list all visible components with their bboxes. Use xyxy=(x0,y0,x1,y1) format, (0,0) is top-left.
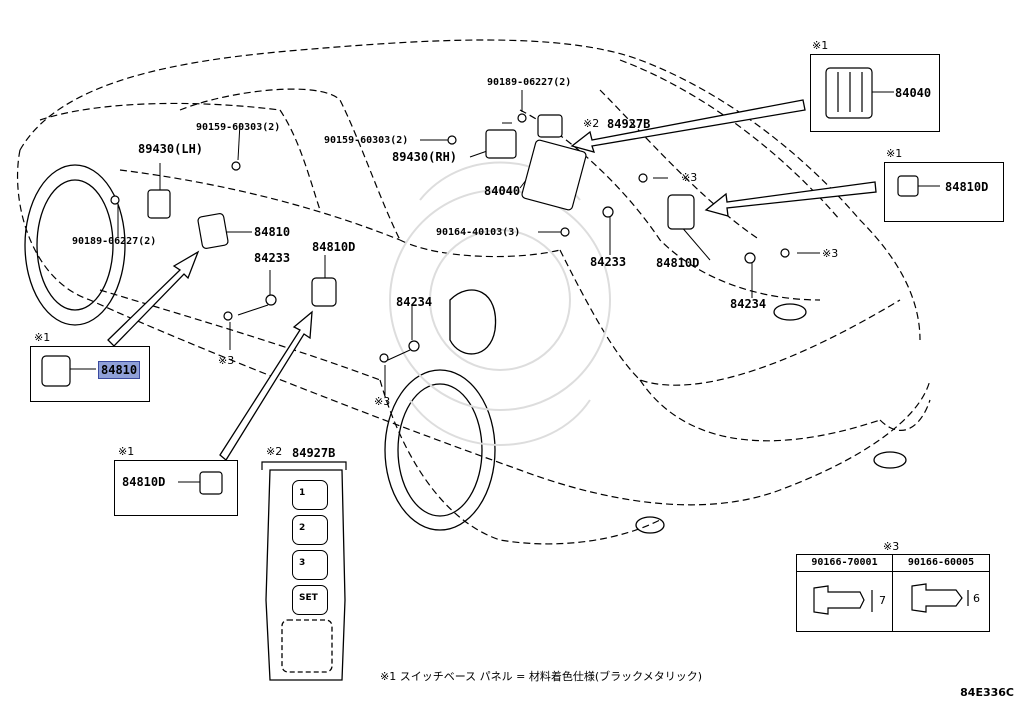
part-label-89430-rh[interactable]: 89430(RH) xyxy=(392,150,458,164)
fastener-col-divider xyxy=(892,571,893,631)
note-mark-2: ※2 xyxy=(583,117,600,130)
part-label-84810D-center[interactable]: 84810D xyxy=(312,240,356,254)
diagram-code: 84E336C xyxy=(960,686,1014,699)
note-mark-3: ※3 xyxy=(883,540,900,553)
part-label-84927B-inset[interactable]: 84927B xyxy=(292,446,336,460)
part-label-84810D-inset-bottom[interactable]: 84810D xyxy=(122,475,166,489)
part-label-90189-left[interactable]: 90189-06227(2) xyxy=(72,236,157,247)
memory-button-label: 1 xyxy=(299,488,306,498)
part-label-84810D-inset[interactable]: 84810D xyxy=(945,180,989,194)
part-label-84810-inset[interactable]: 84810 xyxy=(98,361,141,379)
part-label-84234-center[interactable]: 84234 xyxy=(396,295,433,309)
part-label-84040-inset[interactable]: 84040 xyxy=(895,86,932,100)
fastener-dim-1: 7 xyxy=(879,594,886,607)
part-label-90164[interactable]: 90164-40103(3) xyxy=(436,227,521,238)
part-label-84810D-right[interactable]: 84810D xyxy=(656,256,700,270)
note-mark-3: ※3 xyxy=(374,395,391,408)
part-label-90159-mid[interactable]: 90159-60303(2) xyxy=(324,135,409,146)
note-mark-3: ※3 xyxy=(822,247,839,260)
note-mark-1: ※1 xyxy=(886,147,903,160)
fastener-dim-2: 6 xyxy=(973,592,980,605)
part-label-90189-top[interactable]: 90189-06227(2) xyxy=(487,77,572,88)
memory-button-label: 2 xyxy=(299,523,306,533)
memory-button-label: 3 xyxy=(299,558,306,568)
part-label-84233-left[interactable]: 84233 xyxy=(254,251,291,265)
note-mark-2: ※2 xyxy=(266,445,283,458)
memory-button-2: 2 xyxy=(292,515,328,545)
note-mark-3: ※3 xyxy=(681,171,698,184)
note-mark-1: ※1 xyxy=(812,39,829,52)
part-label-84040[interactable]: 84040 xyxy=(484,184,521,198)
note-mark-3: ※3 xyxy=(218,354,235,367)
footnote: ※1 スイッチベース パネル = 材料着色仕様(ブラックメタリック) xyxy=(380,670,703,683)
part-label-89430-lh[interactable]: 89430(LH) xyxy=(138,142,204,156)
part-label-84810[interactable]: 84810 xyxy=(254,225,291,239)
fastener-col-header-2[interactable]: 90166-60005 xyxy=(893,555,989,572)
note-mark-1: ※1 xyxy=(118,445,135,458)
part-label-84233-right[interactable]: 84233 xyxy=(590,255,627,269)
part-label-84234-right[interactable]: 84234 xyxy=(730,297,767,311)
set-button: SET xyxy=(292,585,328,615)
note-mark-1: ※1 xyxy=(34,331,51,344)
fastener-col-header-1[interactable]: 90166-70001 xyxy=(797,555,893,572)
memory-button-1: 1 xyxy=(292,480,328,510)
part-label-90159-left[interactable]: 90159-60303(2) xyxy=(196,122,281,133)
part-label-84927B[interactable]: 84927B xyxy=(607,117,651,131)
memory-button-3: 3 xyxy=(292,550,328,580)
set-button-label: SET xyxy=(299,593,318,603)
